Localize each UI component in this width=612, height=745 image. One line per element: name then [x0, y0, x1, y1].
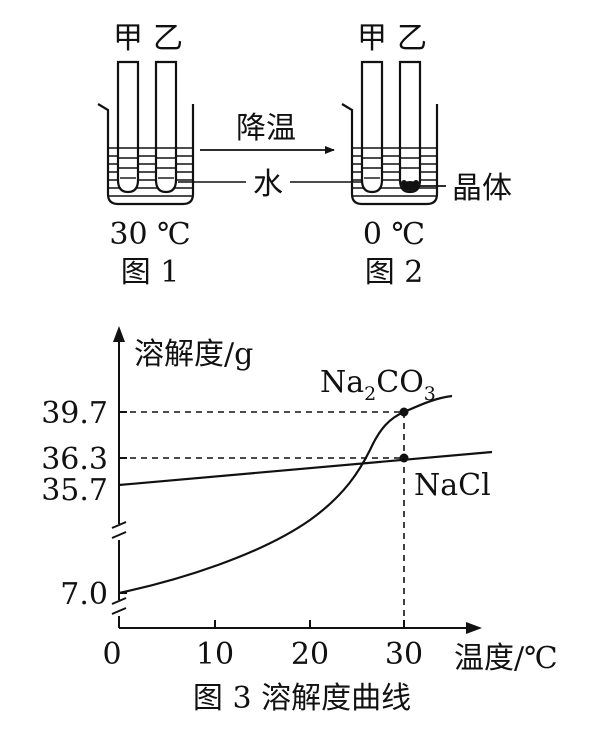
crystal-label: 晶体	[452, 171, 512, 206]
y-tick-label-7-0: 7.0	[60, 577, 108, 612]
point-nacl-30	[399, 453, 409, 463]
beaker-1	[97, 103, 195, 206]
y-axis-break-lower	[111, 597, 127, 616]
figure-1: 甲 乙 30 ℃ 图 1	[97, 21, 195, 290]
y-tick-label-35-7: 35.7	[41, 473, 108, 508]
tube-b-label-1: 乙	[153, 21, 183, 56]
series-line-na2co3	[118, 394, 453, 595]
x-tick-label-30: 30	[385, 637, 423, 672]
x-axis	[119, 622, 482, 634]
guide-lines	[119, 411, 405, 628]
tube-a-label-1: 甲	[113, 21, 143, 56]
y-tick-marks	[119, 411, 127, 594]
y-axis	[111, 326, 127, 628]
caption-1: 图 1	[121, 255, 180, 290]
series-label-na2co3: Na2CO3	[320, 365, 436, 405]
temperature-label-2: 0 ℃	[363, 217, 425, 252]
point-na2co3-30	[399, 407, 409, 417]
x-tick-label-0: 0	[102, 637, 121, 672]
series-line-nacl	[118, 450, 493, 487]
caption-3: 图 3 溶解度曲线	[193, 681, 411, 716]
arrow-label: 降温	[236, 111, 296, 146]
figure-2: 晶体 甲 乙 0 ℃ 图 2	[341, 21, 512, 290]
series-label-nacl: NaCl	[414, 468, 491, 503]
y-axis-label: 溶解度/g	[134, 337, 253, 372]
crystal-deposit	[401, 180, 419, 191]
tube-a-label-2: 甲	[357, 21, 387, 56]
test-tube-b-2	[398, 60, 422, 194]
x-tick-marks	[214, 620, 405, 628]
x-tick-label-10: 10	[196, 637, 234, 672]
beaker-2	[341, 103, 439, 206]
tube-b-label-2: 乙	[397, 21, 427, 56]
solubility-chart: 0 10 20 30 39.7 36.3 35.7 7.0 溶解度/g 温度/℃…	[41, 326, 558, 716]
water-label: 水	[253, 167, 283, 202]
y-tick-label-39-7: 39.7	[41, 396, 108, 431]
y-tick-label-36-3: 36.3	[41, 442, 108, 477]
test-tube-a-1	[116, 60, 140, 194]
temperature-label-1: 30 ℃	[109, 217, 190, 252]
x-tick-label-20: 20	[291, 637, 329, 672]
x-axis-label: 温度/℃	[454, 641, 558, 676]
test-tube-b-1	[154, 60, 178, 194]
test-tube-a-2	[360, 60, 384, 194]
cooling-arrow: 降温	[200, 111, 335, 154]
y-axis-break-upper	[111, 521, 127, 540]
caption-2: 图 2	[365, 255, 424, 290]
